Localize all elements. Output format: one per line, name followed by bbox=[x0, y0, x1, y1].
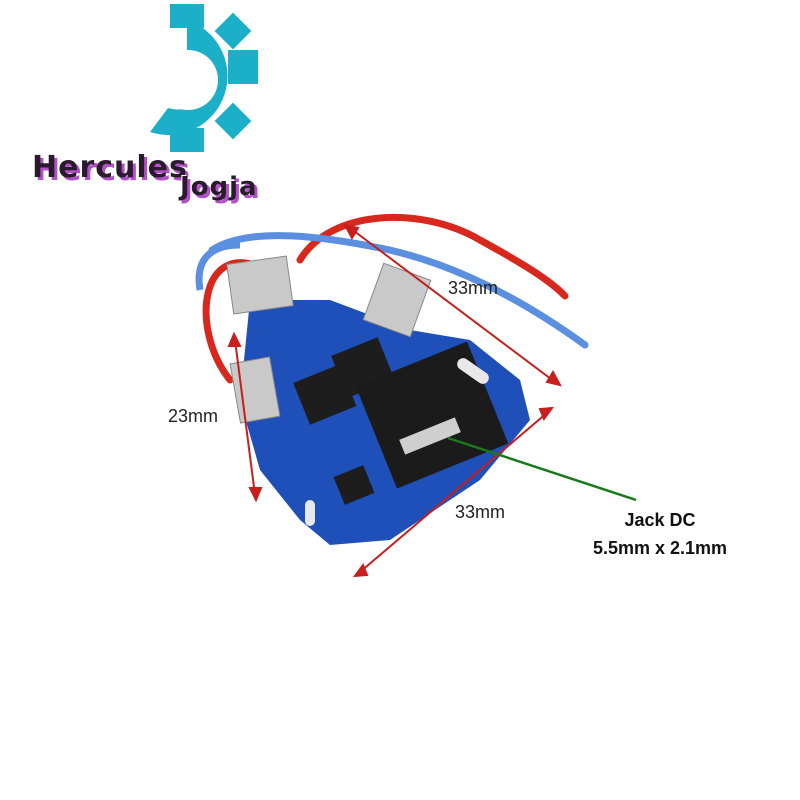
logo-secondary-text: Jogja bbox=[180, 172, 258, 202]
dimension-left-label: 23mm bbox=[168, 406, 219, 426]
jack-title: Jack DC bbox=[624, 510, 696, 530]
dimension-top-label: 33mm bbox=[448, 278, 499, 298]
dimension-bottom-label: 33mm bbox=[455, 502, 506, 522]
gear-logo-icon bbox=[110, 4, 258, 152]
logo-primary-text: Hercules bbox=[32, 150, 188, 185]
jack-spec: 5.5mm x 2.1mm bbox=[592, 538, 728, 558]
callout-line bbox=[447, 436, 637, 502]
